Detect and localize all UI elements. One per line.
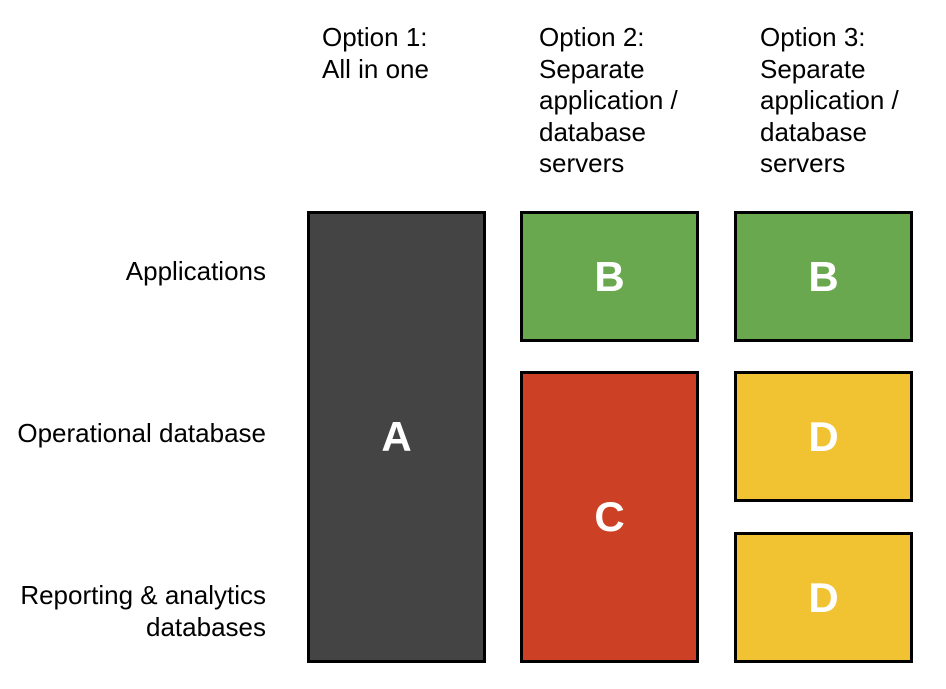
box-b-option-2: B [520, 211, 699, 342]
row-label-applications: Applications [125, 256, 266, 286]
option-1-header: Option 1: All in one [322, 22, 429, 84]
box-c-letter: C [594, 493, 625, 540]
row-label-reporting-analytics: Reporting & analytics databases [20, 580, 266, 642]
box-d-operational-letter: D [808, 412, 839, 460]
box-a-all-in-one: A [307, 211, 486, 663]
row-label-operational-database: Operational database [17, 418, 266, 448]
box-a-letter: A [381, 413, 412, 460]
option-2-header: Option 2: Separate application / databas… [539, 22, 678, 178]
box-b-option-3-letter: B [808, 252, 839, 300]
box-d-reporting-letter: D [808, 573, 839, 621]
option-3-header: Option 3: Separate application / databas… [760, 22, 899, 178]
box-d-operational: D [734, 371, 913, 502]
box-c-option-2: C [520, 371, 699, 663]
box-b-option-3: B [734, 211, 913, 342]
box-b-option-2-letter: B [594, 252, 625, 300]
box-d-reporting: D [734, 532, 913, 663]
